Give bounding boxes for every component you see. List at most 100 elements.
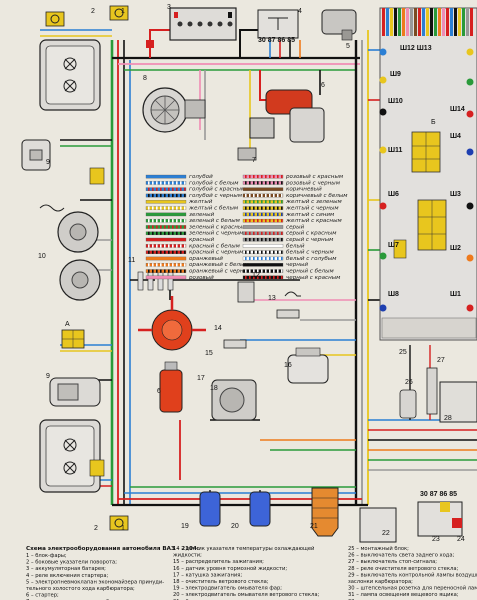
legend-stripe: [148, 250, 150, 254]
legend-entry: серый: [242, 224, 304, 230]
legend-stripe: [261, 269, 263, 273]
legend-swatch: [242, 174, 284, 179]
caption-line: жидкости;: [173, 553, 202, 559]
legend-swatch: [145, 212, 187, 217]
legend-stripe: [269, 175, 271, 179]
connector-label: Ш9: [390, 71, 401, 78]
legend-stripe: [176, 263, 178, 267]
legend-stripe: [249, 206, 251, 210]
legend-stripe: [257, 200, 259, 204]
legend-swatch: [145, 237, 187, 242]
legend-stripe: [184, 181, 186, 185]
connector-label: Ш10: [388, 98, 403, 105]
legend-stripe: [249, 238, 251, 242]
legend-stripe: [253, 219, 255, 223]
legend-entry: желтый: [145, 199, 213, 205]
legend-stripe: [253, 275, 255, 279]
legend-stripe: [148, 181, 150, 185]
legend-stripe: [245, 256, 247, 261]
ignition-distributor: [138, 296, 206, 351]
legend-swatch: [145, 218, 187, 223]
legend-stripe: [164, 250, 166, 254]
legend-stripe: [273, 238, 275, 242]
connector-label: Ш14: [450, 106, 465, 113]
legend-label: желтый с синим: [285, 212, 335, 218]
legend-stripe: [277, 238, 279, 242]
legend-entry: белый с черным: [242, 250, 335, 256]
legend-label: белый: [286, 243, 305, 249]
legend-stripe: [249, 219, 251, 223]
legend-label: голубой с черным: [189, 193, 243, 199]
headlamp-top: [39, 39, 101, 111]
legend-stripe: [164, 263, 166, 267]
legend-stripe: [273, 269, 275, 273]
legend-stripe: [249, 231, 251, 235]
component-number: 16: [284, 362, 292, 369]
legend-stripe: [277, 231, 279, 235]
legend-stripe: [273, 206, 275, 210]
legend-stripe: [245, 250, 247, 254]
legend-stripe: [168, 250, 170, 254]
legend-label: черный с белым: [286, 269, 335, 275]
legend-entry: красный с черным: [145, 250, 244, 256]
legend-stripe: [176, 244, 178, 248]
legend-stripe: [152, 187, 154, 191]
legend-entry: желтый с зеленым: [242, 199, 343, 205]
legend-stripe: [176, 269, 178, 273]
legend-label: розовый с красным: [285, 174, 344, 180]
caption-line: 32 – прикуриватель;: [348, 599, 404, 600]
legend-label: серый с красным: [286, 231, 337, 237]
legend-stripe: [273, 193, 275, 198]
connector-label: Ш7: [388, 242, 399, 249]
legend-entry: голубой с белым: [145, 180, 239, 186]
legend-stripe: [273, 256, 275, 261]
legend-stripe: [269, 275, 271, 279]
connector-label: Ш1: [450, 291, 461, 298]
legend-entry: желтый с белым: [145, 206, 239, 212]
component-number: 15: [205, 350, 213, 357]
legend-stripe: [273, 212, 275, 216]
legend-stripe: [257, 181, 259, 185]
starter-motor: [249, 89, 325, 143]
legend-stripe: [277, 181, 279, 185]
legend-swatch: [145, 181, 187, 185]
legend-stripe: [281, 181, 283, 185]
legend-stripe: [245, 212, 247, 216]
legend-stripe: [265, 256, 267, 261]
caption-line: 30 – штепсельная розетка для переносной …: [348, 585, 477, 592]
legend-stripe: [176, 187, 178, 191]
component-number: А: [65, 321, 70, 328]
component-number: 14: [214, 325, 222, 332]
relay-pin-label: 30 87 86 85: [420, 491, 457, 498]
component-number: 19: [181, 523, 189, 530]
legend-stripe: [164, 244, 166, 248]
legend-entry: белый с голубым: [242, 256, 337, 262]
legend-stripe: [265, 238, 267, 242]
connector-label: Ш6: [388, 191, 399, 198]
legend-stripe: [164, 193, 166, 198]
legend-stripe: [249, 256, 251, 261]
legend-label: оранжевый с белым: [189, 262, 249, 268]
legend-stripe: [172, 225, 174, 229]
legend-swatch: [145, 174, 187, 179]
legend-stripe: [281, 212, 283, 216]
caption-line: 6 – стартер;: [26, 593, 59, 599]
legend-label: серый с черным: [286, 237, 334, 243]
legend-entry: розовый с красным: [242, 174, 344, 180]
legend-stripe: [265, 275, 267, 279]
legend-stripe: [273, 200, 275, 204]
legend-entry: желтый с красным: [242, 218, 343, 224]
legend-stripe: [261, 219, 263, 223]
legend-stripe: [269, 269, 271, 273]
caption-line: 20 – электродвигатель омывателя ветровог…: [173, 592, 320, 598]
legend-stripe: [253, 175, 255, 179]
legend-entry: белый: [242, 243, 305, 249]
legend-stripe: [277, 219, 279, 223]
legend-label: желтый с зеленым: [285, 199, 343, 205]
legend-stripe: [152, 250, 154, 254]
legend-stripe: [281, 193, 283, 198]
legend-stripe: [148, 206, 150, 210]
connector-label: Ш4: [450, 133, 461, 140]
legend-stripe: [269, 181, 271, 185]
legend-stripe: [257, 275, 259, 279]
